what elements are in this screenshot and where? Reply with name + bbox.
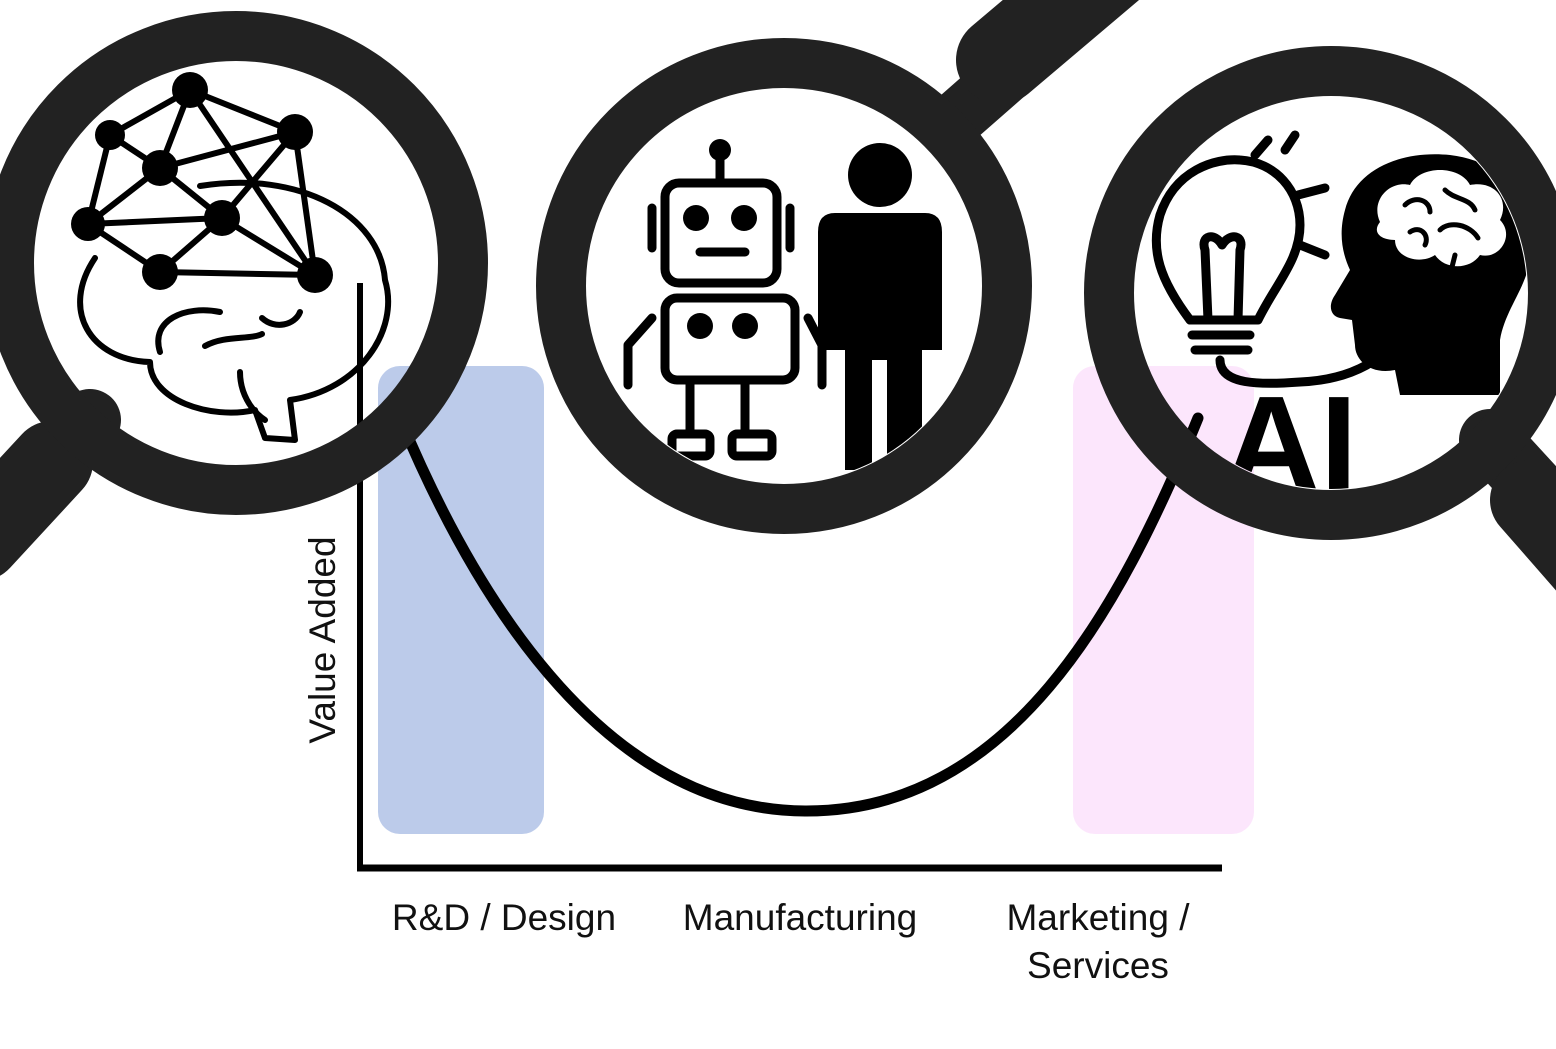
magnifier-robot-human	[536, 0, 1140, 534]
ai-letters: AI	[1223, 368, 1358, 519]
brain-network-icon	[71, 72, 392, 443]
stage-label-rd: R&D / Design	[391, 897, 617, 938]
robot-icon	[623, 150, 827, 461]
magnifier-brain	[0, 11, 488, 576]
y-axis-label: Value Added	[302, 536, 343, 744]
robot-and-human-icon	[623, 139, 942, 470]
stage-label-marketing-line1: Marketing /	[1006, 897, 1190, 938]
lightbulb-brain-ai-icon: AI	[1151, 130, 1527, 519]
rd-highlight-band	[378, 366, 544, 834]
middle-magnifier-handle	[927, 0, 1140, 148]
stage-label-marketing: Marketing / Services	[968, 894, 1228, 990]
human-icon	[818, 143, 942, 470]
smile-curve	[394, 412, 1204, 817]
brain-head-icon	[1330, 154, 1527, 395]
stage-label-manufacturing: Manufacturing	[682, 897, 918, 938]
stage-label-marketing-line2: Services	[1027, 945, 1169, 986]
magnifier-ai: AI	[1084, 46, 1556, 591]
